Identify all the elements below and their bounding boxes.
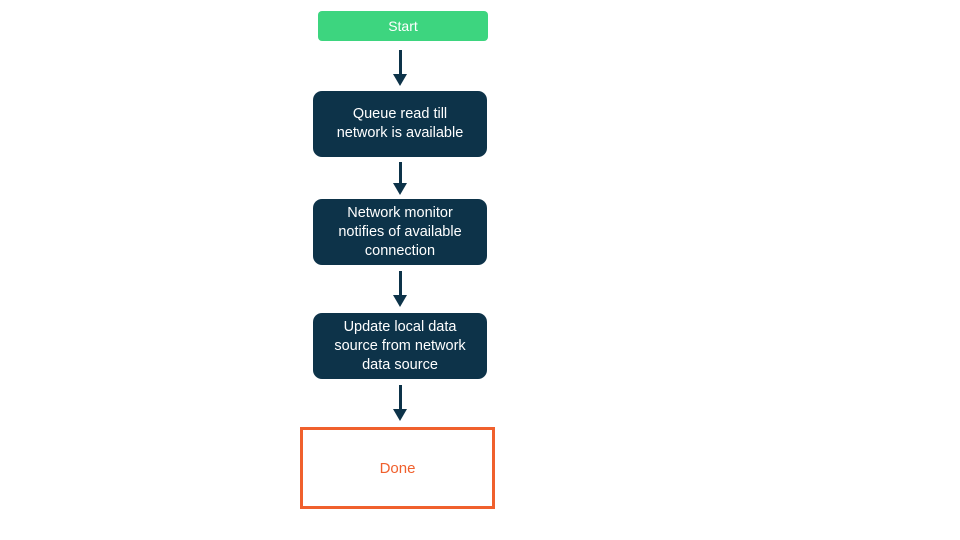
flow-arrow-3: [393, 271, 407, 307]
flow-node-queue-read: Queue read till network is available: [313, 91, 487, 157]
arrow-shaft: [398, 162, 402, 183]
flow-node-queue-read-label: Queue read till network is available: [336, 106, 464, 141]
flow-node-done-label: Done: [379, 459, 416, 477]
flow-arrow-2: [393, 162, 407, 195]
flow-arrow-4: [393, 385, 407, 421]
flow-node-update-local-data: Update local data source from network da…: [313, 313, 487, 379]
arrow-shaft: [398, 271, 402, 295]
flow-node-update-local-data-label: Update local data source from network da…: [334, 318, 466, 373]
flow-arrow-1: [393, 50, 407, 86]
flow-node-network-monitor: Network monitor notifies of available co…: [313, 199, 487, 265]
flow-node-network-monitor-label: Network monitor notifies of available co…: [338, 204, 462, 259]
arrowhead-down-icon: [393, 295, 407, 307]
arrow-shaft: [398, 50, 402, 74]
arrowhead-down-icon: [393, 183, 407, 195]
arrow-shaft: [398, 385, 402, 409]
flow-node-done: Done: [300, 427, 495, 509]
arrowhead-down-icon: [393, 409, 407, 421]
flow-node-start-label: Start: [388, 18, 418, 34]
arrowhead-down-icon: [393, 74, 407, 86]
flow-node-start: Start: [318, 11, 488, 41]
